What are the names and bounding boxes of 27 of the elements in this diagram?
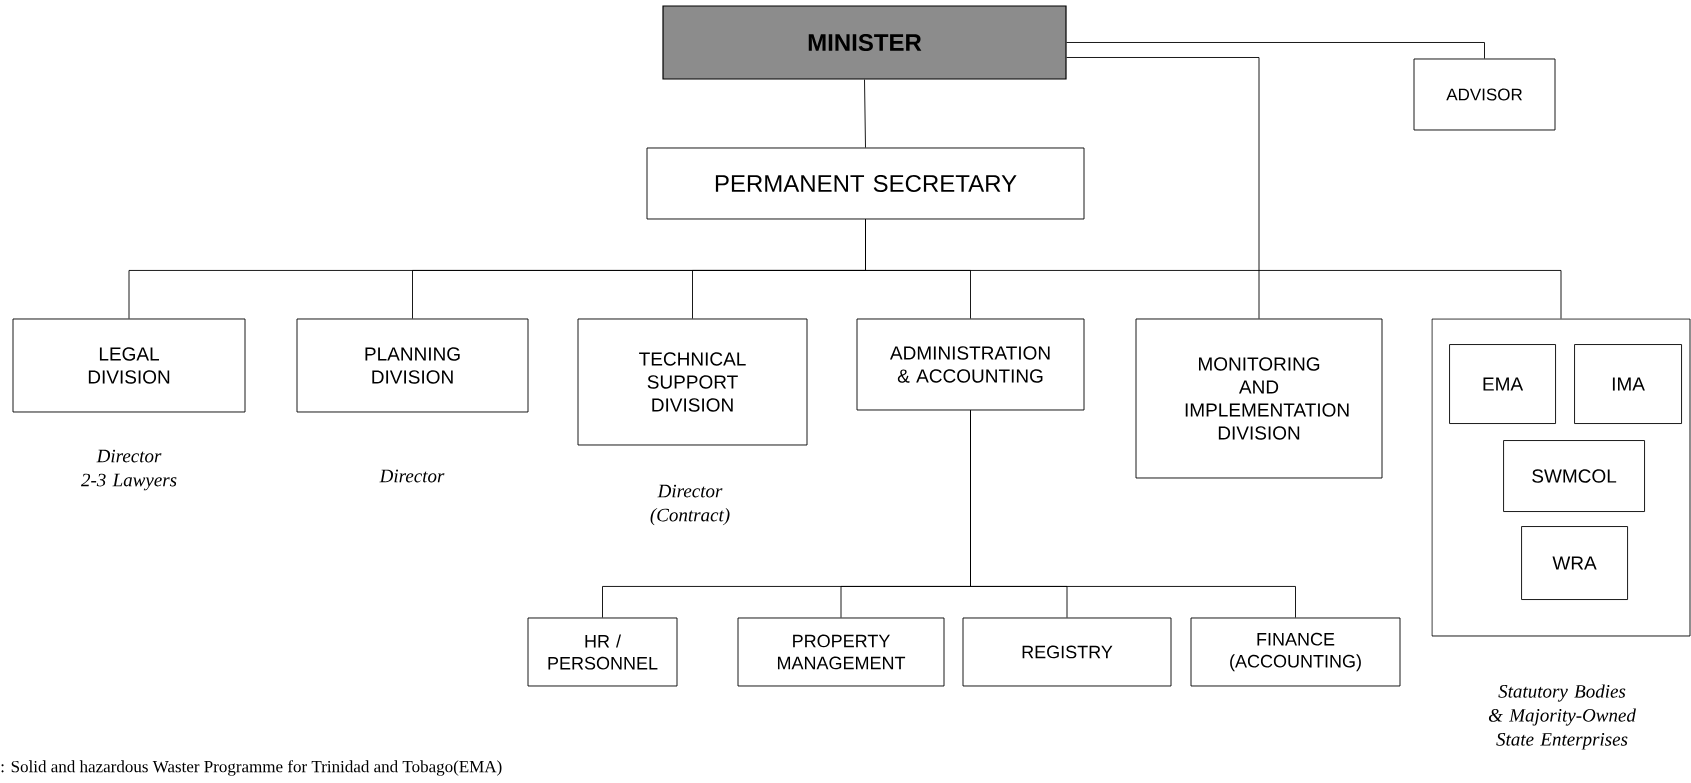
role-note: Director 2-3 Lawyers <box>81 449 177 491</box>
org-box: TECHNICAL SUPPORT DIVISION <box>577 318 808 446</box>
role-note: Director (Contract) <box>650 484 730 526</box>
org-box: IMA <box>1574 344 1682 424</box>
footnote: : Solid and hazardous Waster Programme for Trinidad and Tobago(EMA) <box>1 760 502 776</box>
connector-line <box>1066 57 1260 319</box>
org-box: PROPERTY MANAGEMENT <box>737 617 945 687</box>
role-note: Director <box>379 469 445 483</box>
org-box: REGISTRY <box>962 617 1172 687</box>
role-note: Statutory Bodies & Majority-Owned State Enterprises <box>1488 684 1636 750</box>
org-box: PLANNING DIVISION <box>296 318 529 413</box>
connector-line <box>864 79 866 148</box>
org-box: WRA <box>1521 526 1628 600</box>
org-box: EMA <box>1449 344 1556 424</box>
org-box: LEGAL DIVISION <box>12 318 246 413</box>
org-box: HR / PERSONNEL <box>527 617 678 687</box>
title-box: MINISTER <box>662 5 1067 80</box>
connector-line <box>865 219 1562 319</box>
org-box: SWMCOL <box>1503 440 1645 512</box>
org-box: ADVISOR <box>1413 58 1556 131</box>
connector-line <box>970 410 1296 618</box>
connector-line <box>1066 42 1485 59</box>
org-box: MONITORING AND IMPLEMENTATION DIVISION <box>1135 318 1383 479</box>
org-box: FINANCE (ACCOUNTING) <box>1190 617 1401 687</box>
org-box: PERMANENT SECRETARY <box>646 147 1085 220</box>
group-box <box>1431 318 1691 637</box>
org-box: ADMINISTRATION & ACCOUNTING <box>856 318 1085 411</box>
